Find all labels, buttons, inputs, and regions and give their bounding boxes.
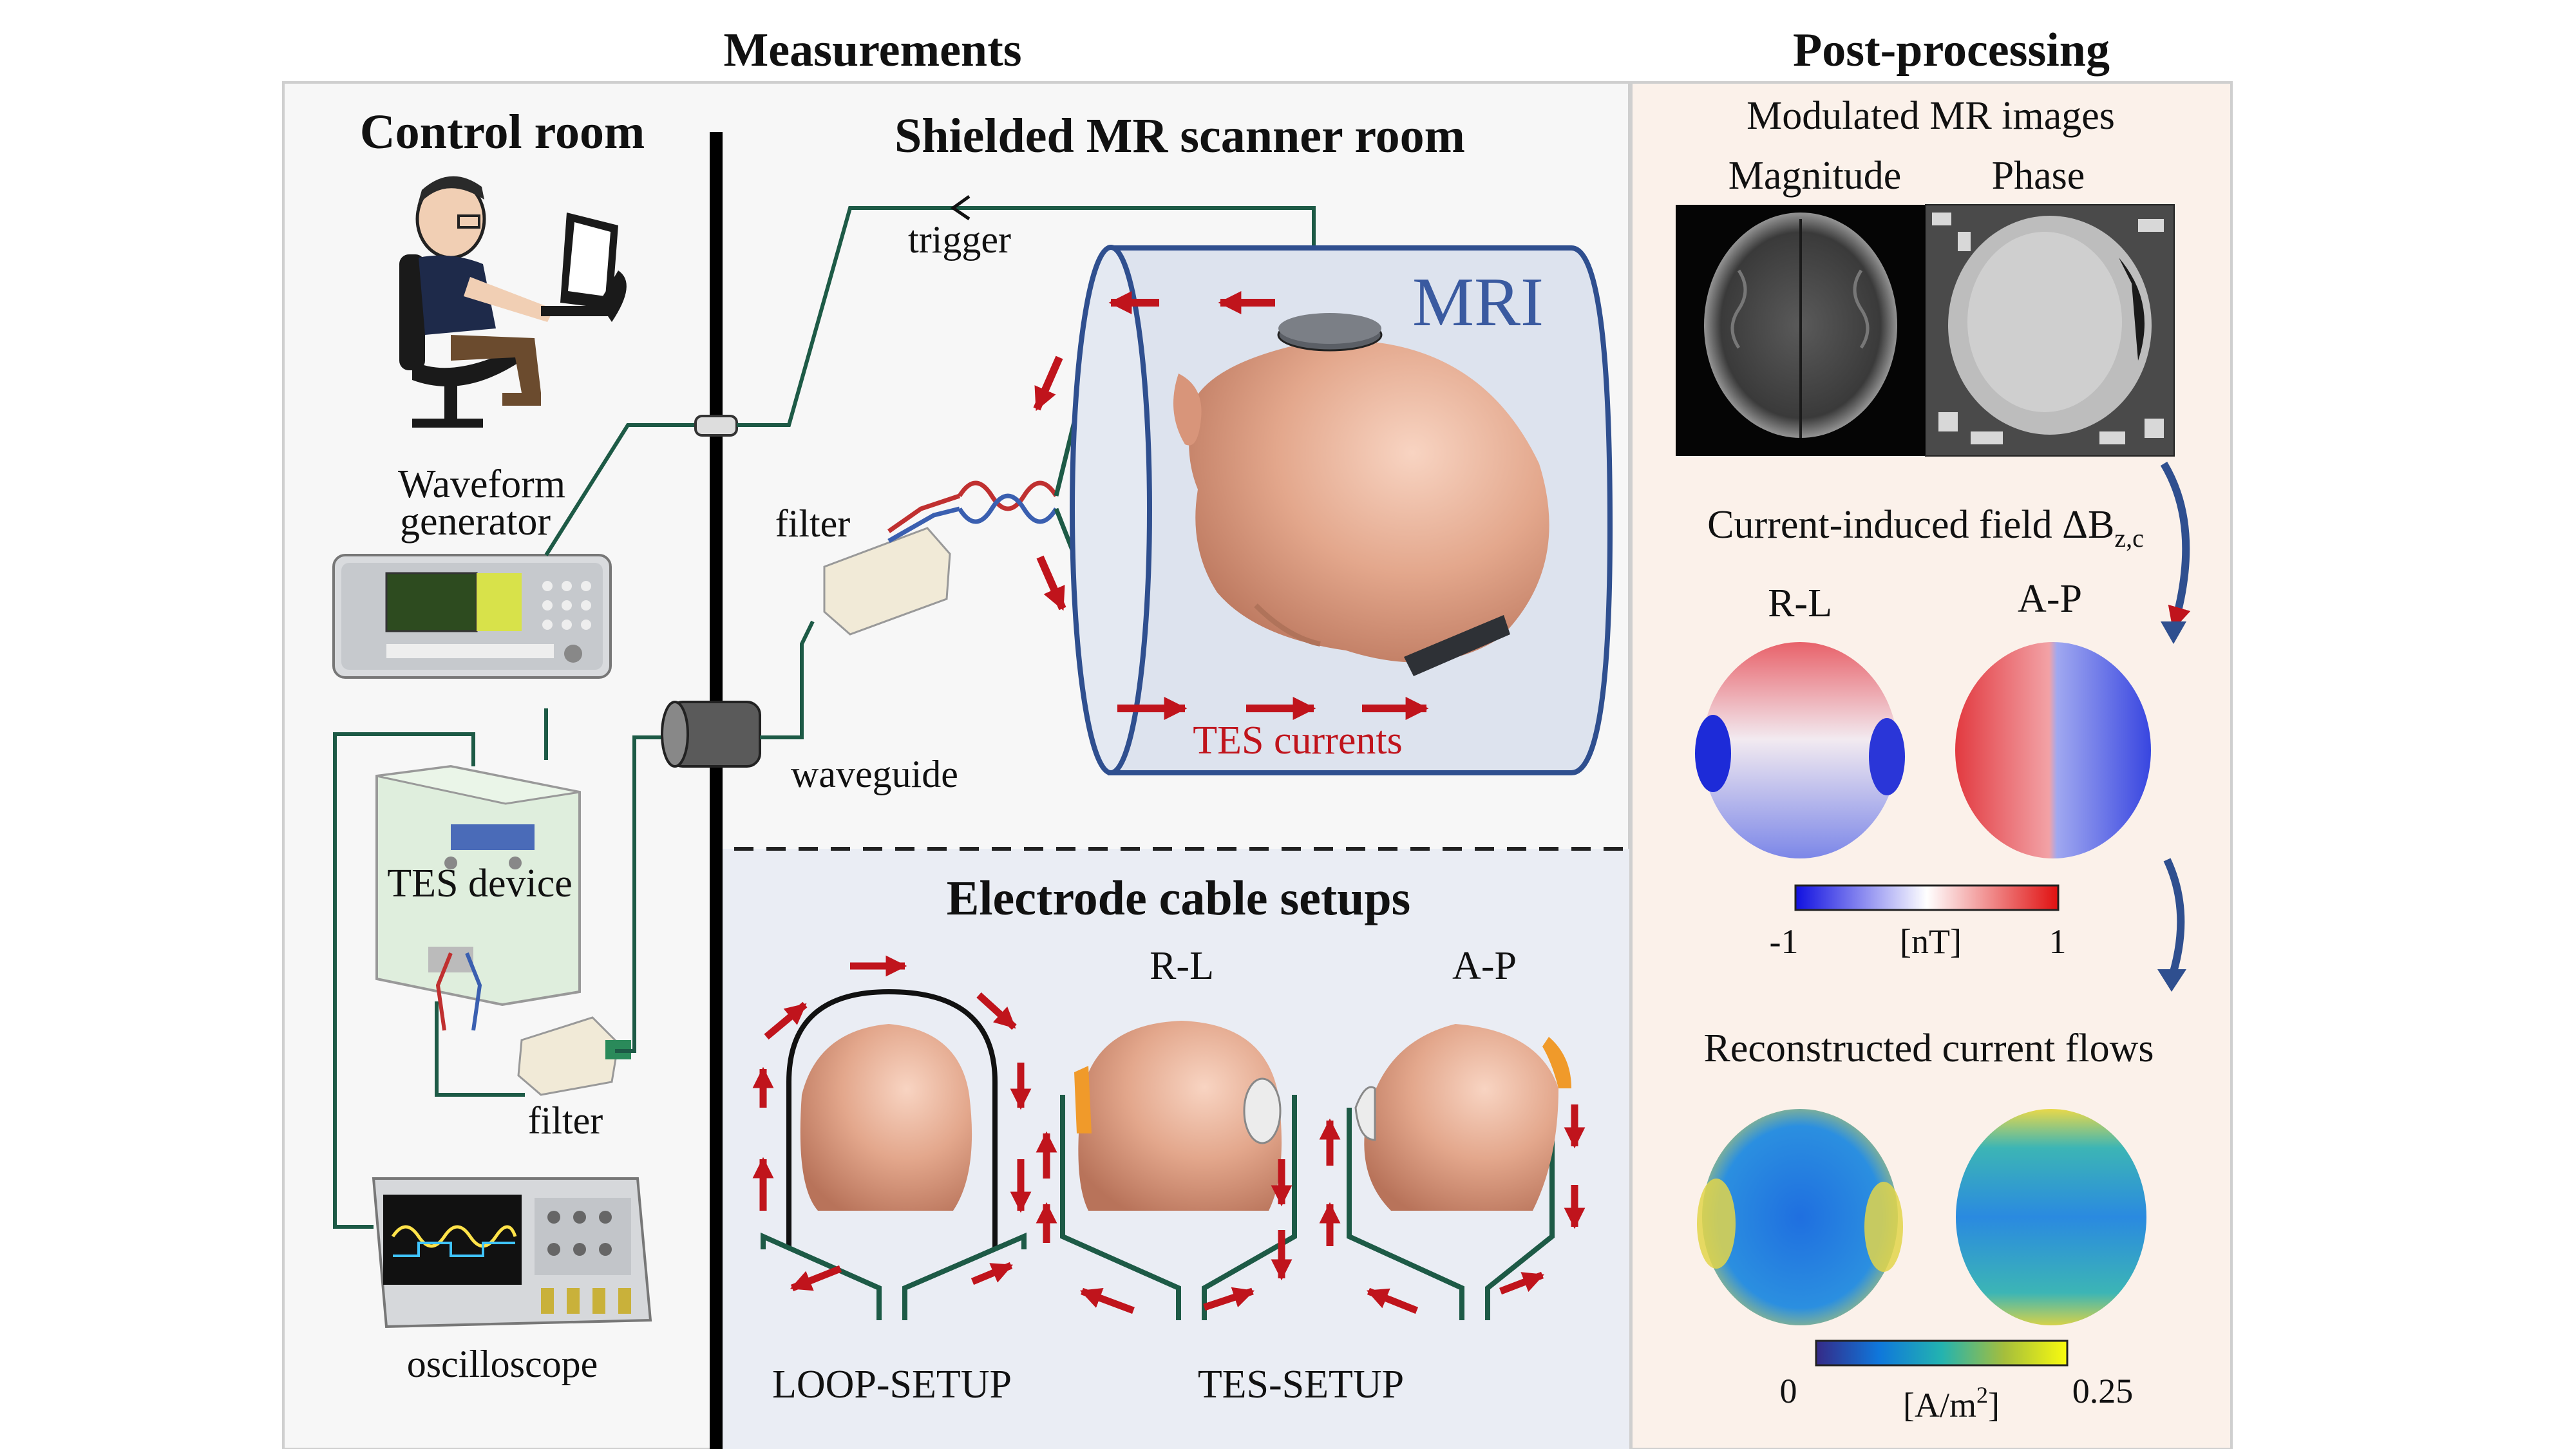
loop-setup-label: LOOP-SETUP <box>772 1363 1012 1406</box>
setup-ap-label: A-P <box>1452 944 1517 988</box>
flow-colorbar-max: 0.25 <box>2072 1372 2134 1410</box>
field-colorbar-max: 1 <box>2049 922 2067 961</box>
heading-measurements: Measurements <box>723 24 1021 77</box>
field-title-main: Current-induced field ΔB <box>1707 503 2114 547</box>
waveform-generator-icon <box>334 555 611 677</box>
mri-label: MRI <box>1412 264 1544 341</box>
flow-title: Reconstructed current flows <box>1704 1027 2154 1070</box>
phase-image <box>1926 205 2174 456</box>
waveguide-label: waveguide <box>791 753 958 795</box>
phase-label: Phase <box>1992 154 2085 198</box>
waveform-label-line2: generator <box>400 500 551 544</box>
flow-colorbar <box>1816 1341 2067 1365</box>
oscilloscope-label: oscilloscope <box>407 1343 598 1385</box>
flow-colorbar-min: 0 <box>1780 1372 1797 1410</box>
flow-unit-main: [A/m <box>1903 1386 1976 1425</box>
wall-coupler-icon <box>696 416 737 435</box>
control-room-title: Control room <box>360 105 645 159</box>
scanner-room-title: Shielded MR scanner room <box>895 109 1465 163</box>
field-ap-label: A-P <box>2018 577 2082 621</box>
tes-setup-label: TES-SETUP <box>1198 1363 1404 1406</box>
field-rl-label: R-L <box>1768 582 1832 625</box>
field-title: Current-induced field ΔBz,c <box>1707 503 2144 553</box>
waveguide-icon <box>662 702 760 766</box>
magnitude-label: Magnitude <box>1728 154 1902 198</box>
images-title: Modulated MR images <box>1747 94 2115 138</box>
tes-device-label: TES device <box>387 862 573 905</box>
field-map-ap <box>1955 642 2151 858</box>
filter-label-control: filter <box>528 1099 603 1142</box>
field-colorbar-min: -1 <box>1770 922 1799 961</box>
flow-unit-end: ] <box>1988 1386 2000 1425</box>
field-colorbar-unit: [nT] <box>1900 922 1962 961</box>
setups-title: Electrode cable setups <box>947 871 1411 925</box>
heading-post-processing: Post-processing <box>1793 24 2110 77</box>
filter-label-scanner: filter <box>775 502 851 545</box>
flow-unit-sup: 2 <box>1976 1382 1988 1408</box>
electrode-icon <box>1278 313 1381 350</box>
setup-rl-label: R-L <box>1150 944 1214 988</box>
trigger-label: trigger <box>908 218 1011 261</box>
current-flow-map-ap <box>1956 1109 2146 1325</box>
oscilloscope-icon <box>374 1179 650 1327</box>
tes-currents-label: TES currents <box>1193 719 1402 762</box>
magnitude-image <box>1676 205 1926 456</box>
field-colorbar <box>1795 886 2058 910</box>
field-title-subscript: z,c <box>2114 524 2144 553</box>
